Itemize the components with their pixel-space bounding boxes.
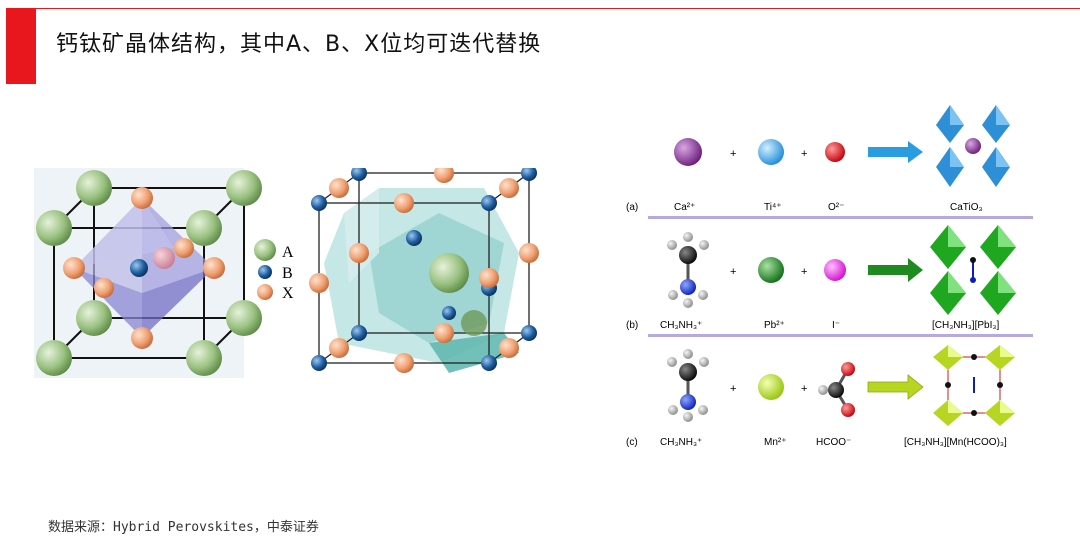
cell2-a-site [429, 253, 469, 293]
cell1-a-sites [36, 170, 262, 376]
legend-x-label: X [282, 285, 294, 302]
cell2-x-sites [309, 163, 539, 373]
legend-b-swatch [258, 265, 272, 279]
mamnformate-structure [933, 345, 1015, 426]
accent-bar [6, 8, 36, 84]
slide-title: 钙钛矿晶体结构，其中A、B、X位均可迭代替换 [56, 32, 542, 57]
legend-a-label: A [282, 244, 294, 261]
plus-sign: + [801, 148, 807, 160]
cell1-b-site [130, 259, 148, 277]
plus-sign: + [730, 266, 736, 278]
legend-x-swatch [257, 284, 273, 300]
plus-sign: + [730, 383, 736, 395]
top-rule [36, 8, 1080, 9]
row-a-label-ca: Ca²⁺ [674, 202, 695, 213]
cell2-b-sites [311, 165, 537, 371]
row-c-label-mn: Mn²⁺ [764, 437, 787, 448]
row-c: + + [626, 345, 1015, 448]
arrow-a [868, 141, 923, 163]
unit-cell-svg: A B X [34, 163, 539, 378]
row-b-tag: (b) [626, 320, 638, 331]
row-c-label-formate: HCOO⁻ [816, 437, 851, 448]
row-b-label-product: [CH₃NH₃][PbI₃] [932, 320, 999, 331]
legend-a-swatch [254, 239, 276, 261]
catio3-structure [936, 105, 1010, 187]
ti-ion-sphere [758, 139, 784, 165]
formate-molecule [818, 362, 855, 417]
perovskite-unit-cell-figure: A B X [34, 163, 574, 378]
row-c-tag: (c) [626, 437, 638, 448]
divider-1 [648, 216, 1033, 219]
mapbi3-structure [930, 225, 1016, 315]
row-a-tag: (a) [626, 202, 638, 213]
o-ion-sphere [825, 142, 845, 162]
arrow-c [867, 374, 924, 400]
examples-svg: + + (a) Ca²⁺ Ti⁴⁺ O²⁻ CaTiO₃ [626, 105, 1033, 448]
source-note: 数据来源：Hybrid Perovskites，中泰证券 [48, 520, 319, 535]
plus-sign: + [730, 148, 736, 160]
row-c-label-ma: CH₃NH₃⁺ [660, 437, 702, 448]
i-ion-sphere [824, 259, 846, 281]
perovskite-examples-figure: + + (a) Ca²⁺ Ti⁴⁺ O²⁻ CaTiO₃ [618, 95, 1058, 460]
cell2 [309, 163, 539, 373]
row-b-label-pb: Pb²⁺ [764, 320, 785, 331]
site-legend: A B X [254, 239, 294, 302]
legend-b-label: B [282, 265, 293, 282]
divider-2 [648, 334, 1033, 337]
plus-sign: + [801, 383, 807, 395]
arrow-b [868, 258, 923, 282]
row-a-label-ti: Ti⁴⁺ [764, 202, 782, 213]
cell1-x-sites [63, 187, 225, 349]
mn-ion-sphere [758, 374, 784, 400]
row-c-label-product: [CH₃NH₃][Mn(HCOO)₃] [904, 437, 1007, 448]
methylammonium-molecule [667, 232, 709, 308]
row-a-label-o: O²⁻ [828, 202, 844, 213]
cell1-center-atom [153, 247, 175, 269]
pb-ion-sphere [758, 257, 784, 283]
plus-sign: + [801, 266, 807, 278]
row-b: + + (b) CH₃NH₃⁺ Pb²⁺ I⁻ [CH₃NH₃][PbI₃] [626, 225, 1016, 331]
row-a: + + (a) Ca²⁺ Ti⁴⁺ O²⁻ CaTiO₃ [626, 105, 1010, 213]
row-b-label-i: I⁻ [832, 320, 840, 331]
ca-ion-sphere [674, 138, 702, 166]
methylammonium-molecule [667, 349, 709, 422]
row-b-label-ma: CH₃NH₃⁺ [660, 320, 702, 331]
row-a-label-product: CaTiO₃ [950, 202, 983, 213]
